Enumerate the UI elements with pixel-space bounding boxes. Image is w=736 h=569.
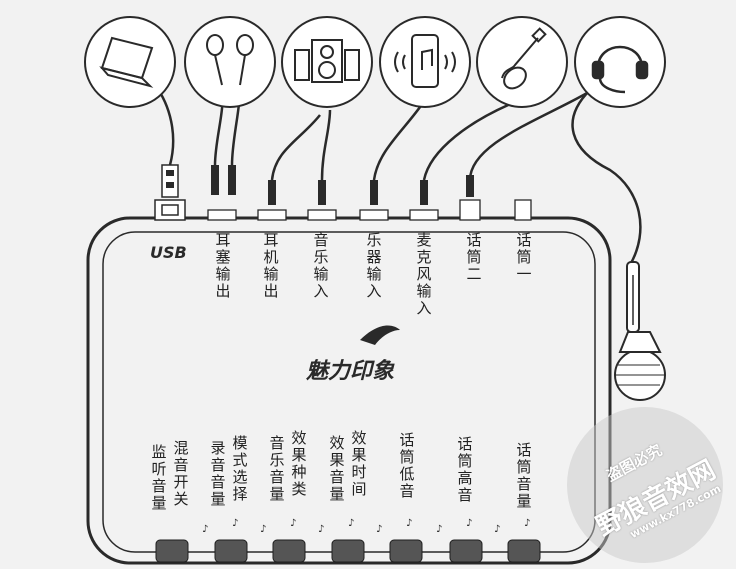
svg-text:♪: ♪ [406, 518, 412, 529]
knob-label-monitor: 监听音量 [151, 443, 167, 512]
port-label-mic1: 话筒一 [516, 231, 532, 283]
usb-port [154, 199, 186, 221]
speakers-icon [294, 39, 360, 83]
knob-label-mix-switch: 混音开关 [173, 439, 189, 508]
knob-7[interactable] [507, 539, 541, 563]
port-label-music-in: 音乐输入 [313, 231, 329, 300]
handheld-mic [614, 261, 666, 401]
knob-label-mic-high: 话筒高音 [457, 435, 473, 504]
port-label-mic2: 话筒二 [466, 231, 482, 283]
knobs-row [155, 539, 541, 563]
svg-text:♪: ♪ [290, 518, 296, 529]
svg-text:♪: ♪ [494, 524, 500, 535]
usb-label: USB [150, 243, 187, 262]
svg-text:♪: ♪ [466, 518, 472, 529]
port-label-headphones: 耳机输出 [263, 231, 279, 300]
phone-music-icon [394, 34, 456, 88]
knob-label-mode: 模式选择 [232, 434, 248, 503]
audio-cables [213, 83, 642, 266]
knob-ticks: ♪ ♪ ♪ ♪ ♪ ♪ ♪ ♪ ♪ ♪ ♪ ♪ [202, 518, 530, 535]
svg-text:♪: ♪ [524, 518, 530, 529]
svg-text:♪: ♪ [260, 524, 266, 535]
svg-text:♪: ♪ [348, 518, 354, 529]
knob-4[interactable] [331, 539, 365, 563]
audio-plugs [211, 165, 474, 205]
port-label-instrument-in: 乐器输入 [366, 231, 382, 300]
knob-label-effect-time: 效果时间 [351, 429, 367, 498]
svg-text:♪: ♪ [202, 524, 208, 535]
headset-mic-icon [591, 45, 649, 94]
knob-label-effect-vol: 效果音量 [329, 434, 345, 503]
brand-text: 魅力印象 [306, 358, 395, 384]
knob-label-mic-low: 话筒低音 [399, 431, 415, 500]
knob-6[interactable] [449, 539, 483, 563]
port-label-earbuds: 耳塞输出 [215, 231, 231, 300]
knob-label-music-vol: 音乐音量 [269, 434, 285, 503]
knob-label-effect-type: 效果种类 [291, 429, 307, 498]
watermark [567, 407, 723, 563]
svg-text:♪: ♪ [232, 518, 238, 529]
device-circles [84, 16, 666, 108]
port-label-mic-in: 麦克风输入 [416, 231, 432, 317]
guitar-icon [501, 27, 547, 90]
knob-2[interactable] [214, 539, 248, 563]
svg-text:♪: ♪ [318, 524, 324, 535]
knob-3[interactable] [272, 539, 306, 563]
brand-logo: 魅力印象 [306, 325, 400, 384]
knob-label-rec-vol: 录音音量 [210, 439, 226, 508]
knob-label-mic-vol: 话筒音量 [516, 441, 532, 510]
svg-text:♪: ♪ [376, 524, 382, 535]
laptop-icon [99, 36, 154, 88]
knob-5[interactable] [389, 539, 423, 563]
earbuds-icon [206, 34, 254, 86]
svg-text:♪: ♪ [436, 524, 442, 535]
jack-sockets [207, 199, 532, 221]
usb-cable [153, 84, 179, 198]
knob-1[interactable] [155, 539, 189, 563]
